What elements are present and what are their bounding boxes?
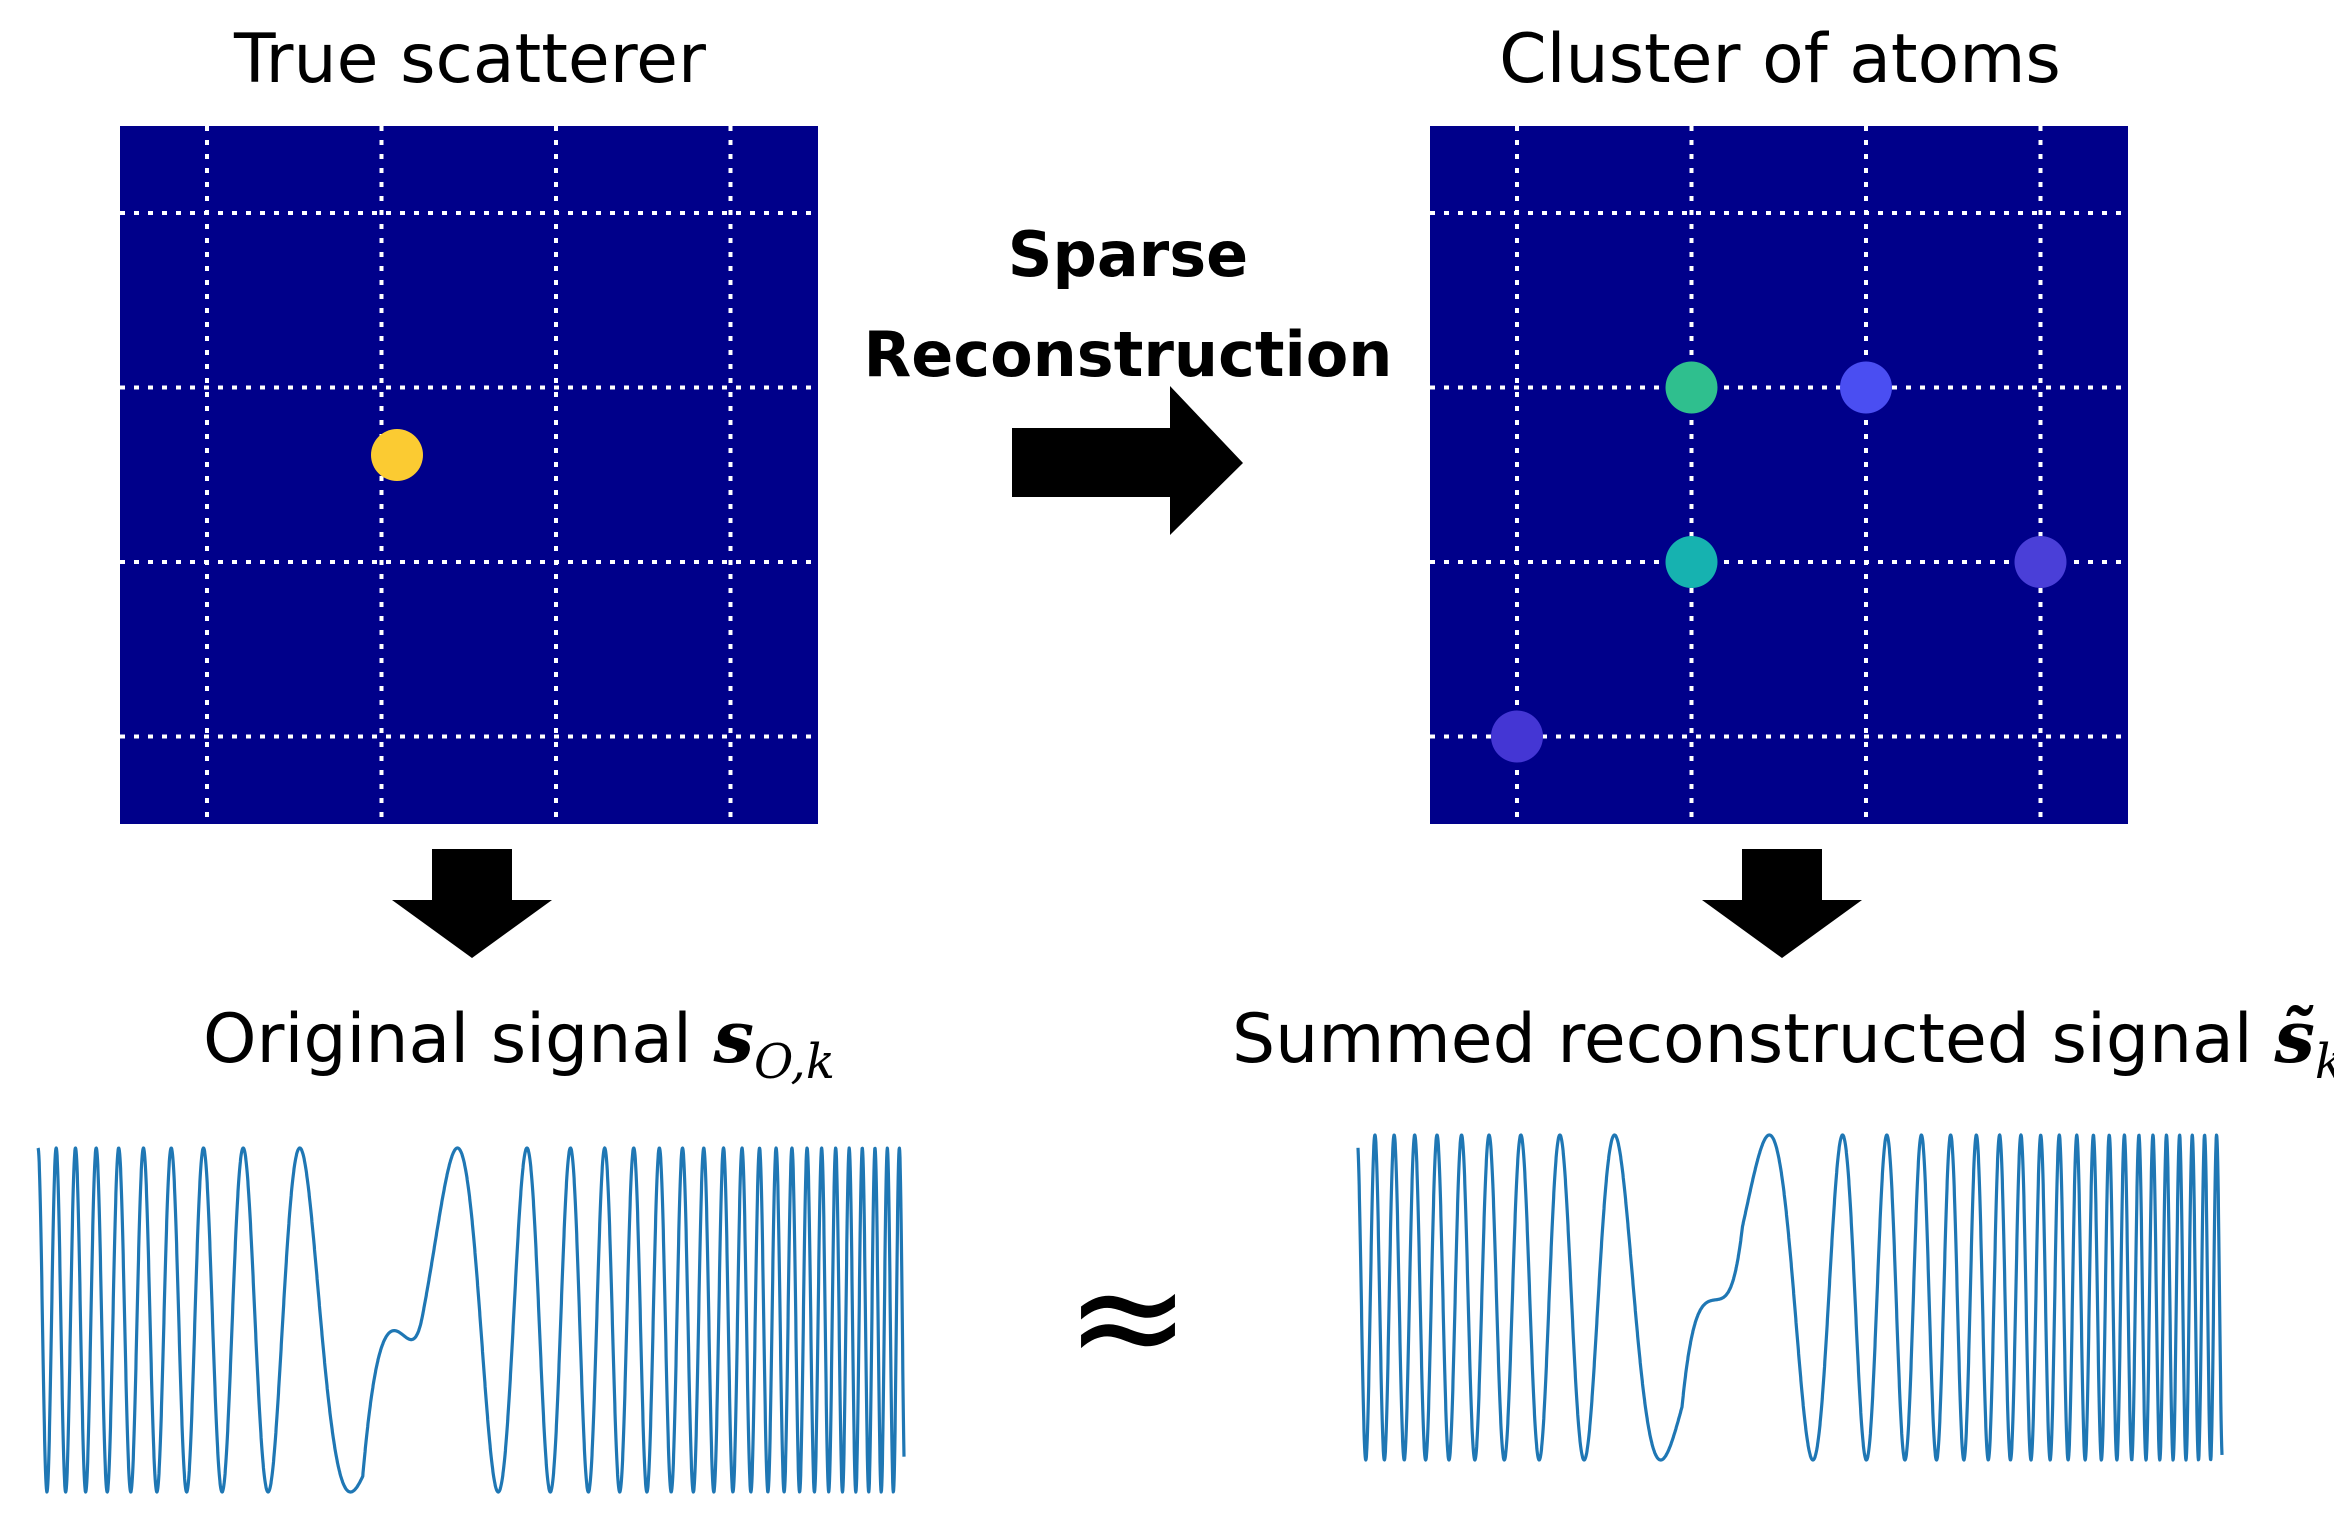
atom-point <box>2014 536 2067 588</box>
original-signal-subscript: O,k <box>754 1034 835 1090</box>
true-scatterer-point <box>371 429 423 481</box>
atom-point <box>1665 361 1718 414</box>
original-signal-symbol: s <box>712 994 754 1079</box>
true-scatterer-gridlines <box>120 126 818 824</box>
reconstructed-signal-waveform <box>1356 1133 2224 1462</box>
cluster-grid-background <box>1430 126 2128 824</box>
reconstruction-label: Reconstruction <box>864 318 1393 391</box>
reconstructed-signal-label: Summed reconstructed signal s̃k <box>1232 994 2334 1090</box>
cluster-title: Cluster of atoms <box>1499 20 2061 99</box>
original-signal-waveform <box>36 1146 906 1494</box>
right-arrow-icon <box>1012 386 1243 535</box>
approx-symbol: ≈ <box>1065 1230 1191 1404</box>
down-arrow-left-icon <box>392 849 552 958</box>
atom-point <box>1840 361 1892 414</box>
reconstructed-signal-subscript: k <box>2315 1034 2334 1090</box>
true-scatterer-grid-background <box>120 126 818 824</box>
true-scatterer-title: True scatterer <box>233 20 706 99</box>
atom-point <box>1665 536 1718 588</box>
cluster-panel <box>1430 126 2128 824</box>
reconstructed-signal-symbol: s̃ <box>2273 994 2315 1079</box>
cluster-gridlines <box>1430 126 2128 824</box>
atom-point <box>1491 710 1543 763</box>
cluster-atoms <box>1491 361 2067 763</box>
original-signal-label: Original signal sO,k <box>203 994 835 1090</box>
true-scatterer-panel <box>120 126 818 824</box>
sparse-label: Sparse <box>1008 218 1248 291</box>
down-arrow-right-icon <box>1702 849 1862 958</box>
